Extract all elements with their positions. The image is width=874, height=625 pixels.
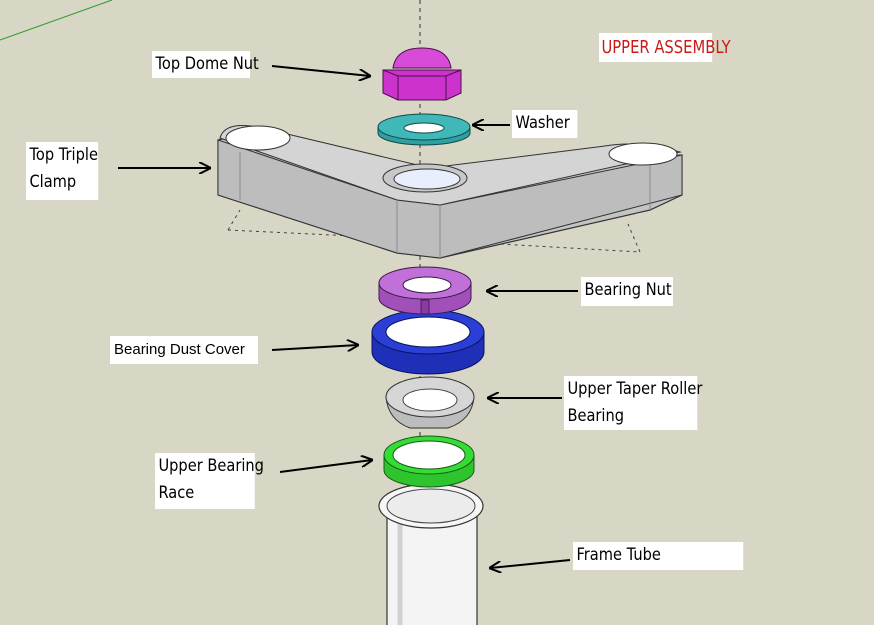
label-washer-text: Washer bbox=[515, 113, 570, 133]
clamp-guide-dash-3 bbox=[627, 223, 641, 253]
label-top-triple-clamp-line2: Clamp bbox=[29, 172, 77, 192]
upper-taper-bearing-part bbox=[385, 376, 475, 429]
label-frame-tube-text: Frame Tube bbox=[576, 545, 661, 565]
label-bearing-dust-cover-text: Bearing Dust Cover bbox=[114, 341, 245, 358]
label-top-triple-clamp: Top Triple Clamp bbox=[26, 142, 99, 200]
clamp-guide-dashes bbox=[227, 229, 641, 253]
label-upper-taper-line2: Bearing bbox=[567, 406, 625, 426]
top-dome-nut-part bbox=[382, 47, 462, 101]
label-upper-race-line2: Race bbox=[158, 483, 195, 503]
label-top-dome-nut: Top Dome Nut bbox=[152, 51, 259, 78]
arrow-frame-tube bbox=[490, 559, 571, 568]
label-upper-taper-roller-bearing: Upper Taper Roller Bearing bbox=[564, 376, 703, 430]
label-bearing-nut-text: Bearing Nut bbox=[584, 280, 672, 300]
bearing-dust-cover-part bbox=[371, 309, 485, 375]
label-upper-bearing-race: Upper Bearing Race bbox=[155, 453, 264, 509]
label-bearing-nut: Bearing Nut bbox=[581, 277, 674, 306]
frame-tube bbox=[378, 483, 484, 625]
arrow-bearing-dust-cover bbox=[271, 345, 358, 350]
label-upper-race-line1: Upper Bearing bbox=[158, 456, 264, 476]
arrow-top-dome-nut bbox=[271, 65, 370, 76]
arrow-upper-bearing-race bbox=[279, 460, 372, 473]
top-triple-clamp-part bbox=[217, 125, 683, 259]
label-top-dome-nut-text: Top Dome Nut bbox=[155, 54, 259, 74]
label-upper-taper-line1: Upper Taper Roller bbox=[567, 379, 703, 399]
ground-axis-line bbox=[0, 0, 113, 41]
washer-part bbox=[377, 113, 471, 146]
bearing-nut-part bbox=[378, 266, 472, 315]
clamp-guide-dash-2 bbox=[227, 209, 241, 231]
label-frame-tube: Frame Tube bbox=[573, 542, 744, 570]
upper-bearing-race-part bbox=[383, 435, 475, 488]
label-washer: Washer bbox=[512, 110, 578, 138]
label-top-triple-clamp-line1: Top Triple bbox=[29, 145, 98, 165]
diagram-title: UPPER ASSEMBLY bbox=[599, 33, 731, 62]
label-bearing-dust-cover: Bearing Dust Cover bbox=[110, 336, 258, 364]
